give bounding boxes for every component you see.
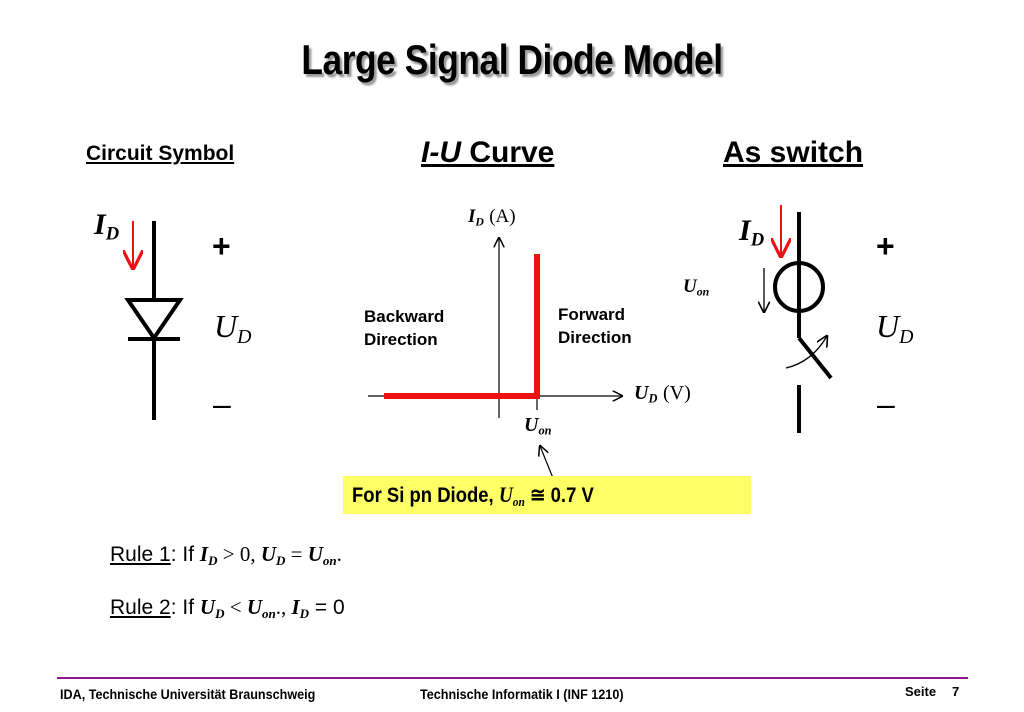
footer-course: Technische Informatik I (INF 1210) xyxy=(420,686,624,702)
si-diode-note-box xyxy=(343,476,751,514)
iu-curve-header: I-U Curve xyxy=(421,136,554,170)
diode-current-label: ID xyxy=(94,208,120,245)
switch-minus-sign: – xyxy=(877,386,895,422)
circuit-symbol-header: Circuit Symbol xyxy=(86,142,235,165)
x-axis-label: UD (V) xyxy=(634,382,691,406)
switch-uon-label: Uon xyxy=(683,276,710,299)
switch-voltage-label: UD xyxy=(876,308,914,348)
rule-2: Rule 2: If UD < Uon., ID = 0 xyxy=(110,595,345,621)
iu-characteristic xyxy=(384,254,540,399)
footer-page-number: 7 xyxy=(952,684,960,699)
iu-curve-header-rest: Curve xyxy=(461,136,555,169)
footer-institution: IDA, Technische Universität Braunschweig xyxy=(60,686,316,702)
footer-divider xyxy=(57,677,968,679)
footer-page-label: Seite xyxy=(905,684,937,699)
switch-current-label: ID xyxy=(739,214,765,251)
y-axis-label: ID (A) xyxy=(468,206,516,229)
switch-model xyxy=(773,212,833,433)
plus-sign: + xyxy=(212,228,231,264)
switch-plus-sign: + xyxy=(876,228,895,264)
rule-1: Rule 1: If ID > 0, UD = Uon. xyxy=(110,542,342,568)
diode-voltage-label: UD xyxy=(214,308,252,348)
switch-toggle-arrow xyxy=(785,336,827,369)
as-switch-header: As switch xyxy=(723,136,864,169)
iu-curve-header-italic: I-U xyxy=(421,136,461,169)
uon-axis-label: Uon xyxy=(524,414,552,438)
diode-symbol xyxy=(124,221,184,420)
si-diode-note: For Si pn Diode, Uon ≅ 0.7 V xyxy=(352,482,594,509)
page-title: Large Signal Diode Model xyxy=(301,36,723,83)
minus-sign: – xyxy=(213,386,231,422)
